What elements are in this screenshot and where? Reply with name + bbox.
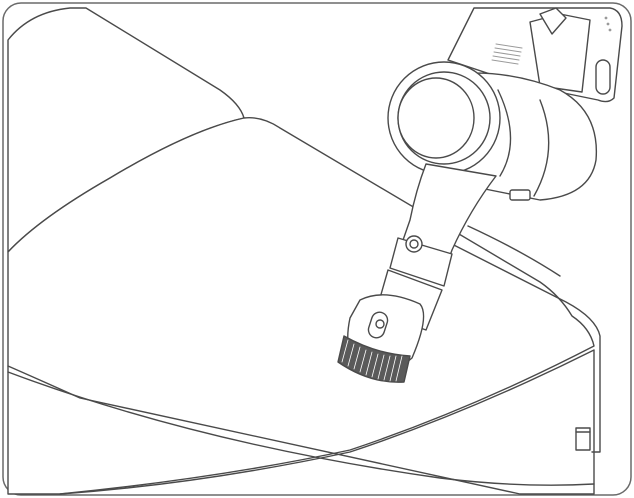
outlet-nub — [509, 189, 531, 201]
power-button — [595, 59, 611, 95]
brush-bristles — [337, 335, 411, 383]
grip-ridges — [491, 43, 523, 65]
cushion-seam — [7, 371, 595, 486]
motor-cap-inner — [397, 77, 475, 159]
sofa-side-panel — [439, 237, 601, 453]
vacuum-trigger — [539, 7, 567, 35]
vacuum-cleaner-icon — [337, 7, 623, 383]
seat-cushion-top — [7, 117, 595, 495]
motor-seam — [497, 89, 512, 177]
battery-indicator-icon — [604, 16, 612, 32]
nozzle-collar — [389, 237, 453, 287]
sofa-arm-edge — [467, 225, 561, 277]
bristle-lines — [341, 339, 403, 382]
sofa-leg — [575, 427, 591, 451]
motor-seam-2 — [533, 99, 550, 197]
sofa-cushion-icon — [7, 7, 601, 495]
